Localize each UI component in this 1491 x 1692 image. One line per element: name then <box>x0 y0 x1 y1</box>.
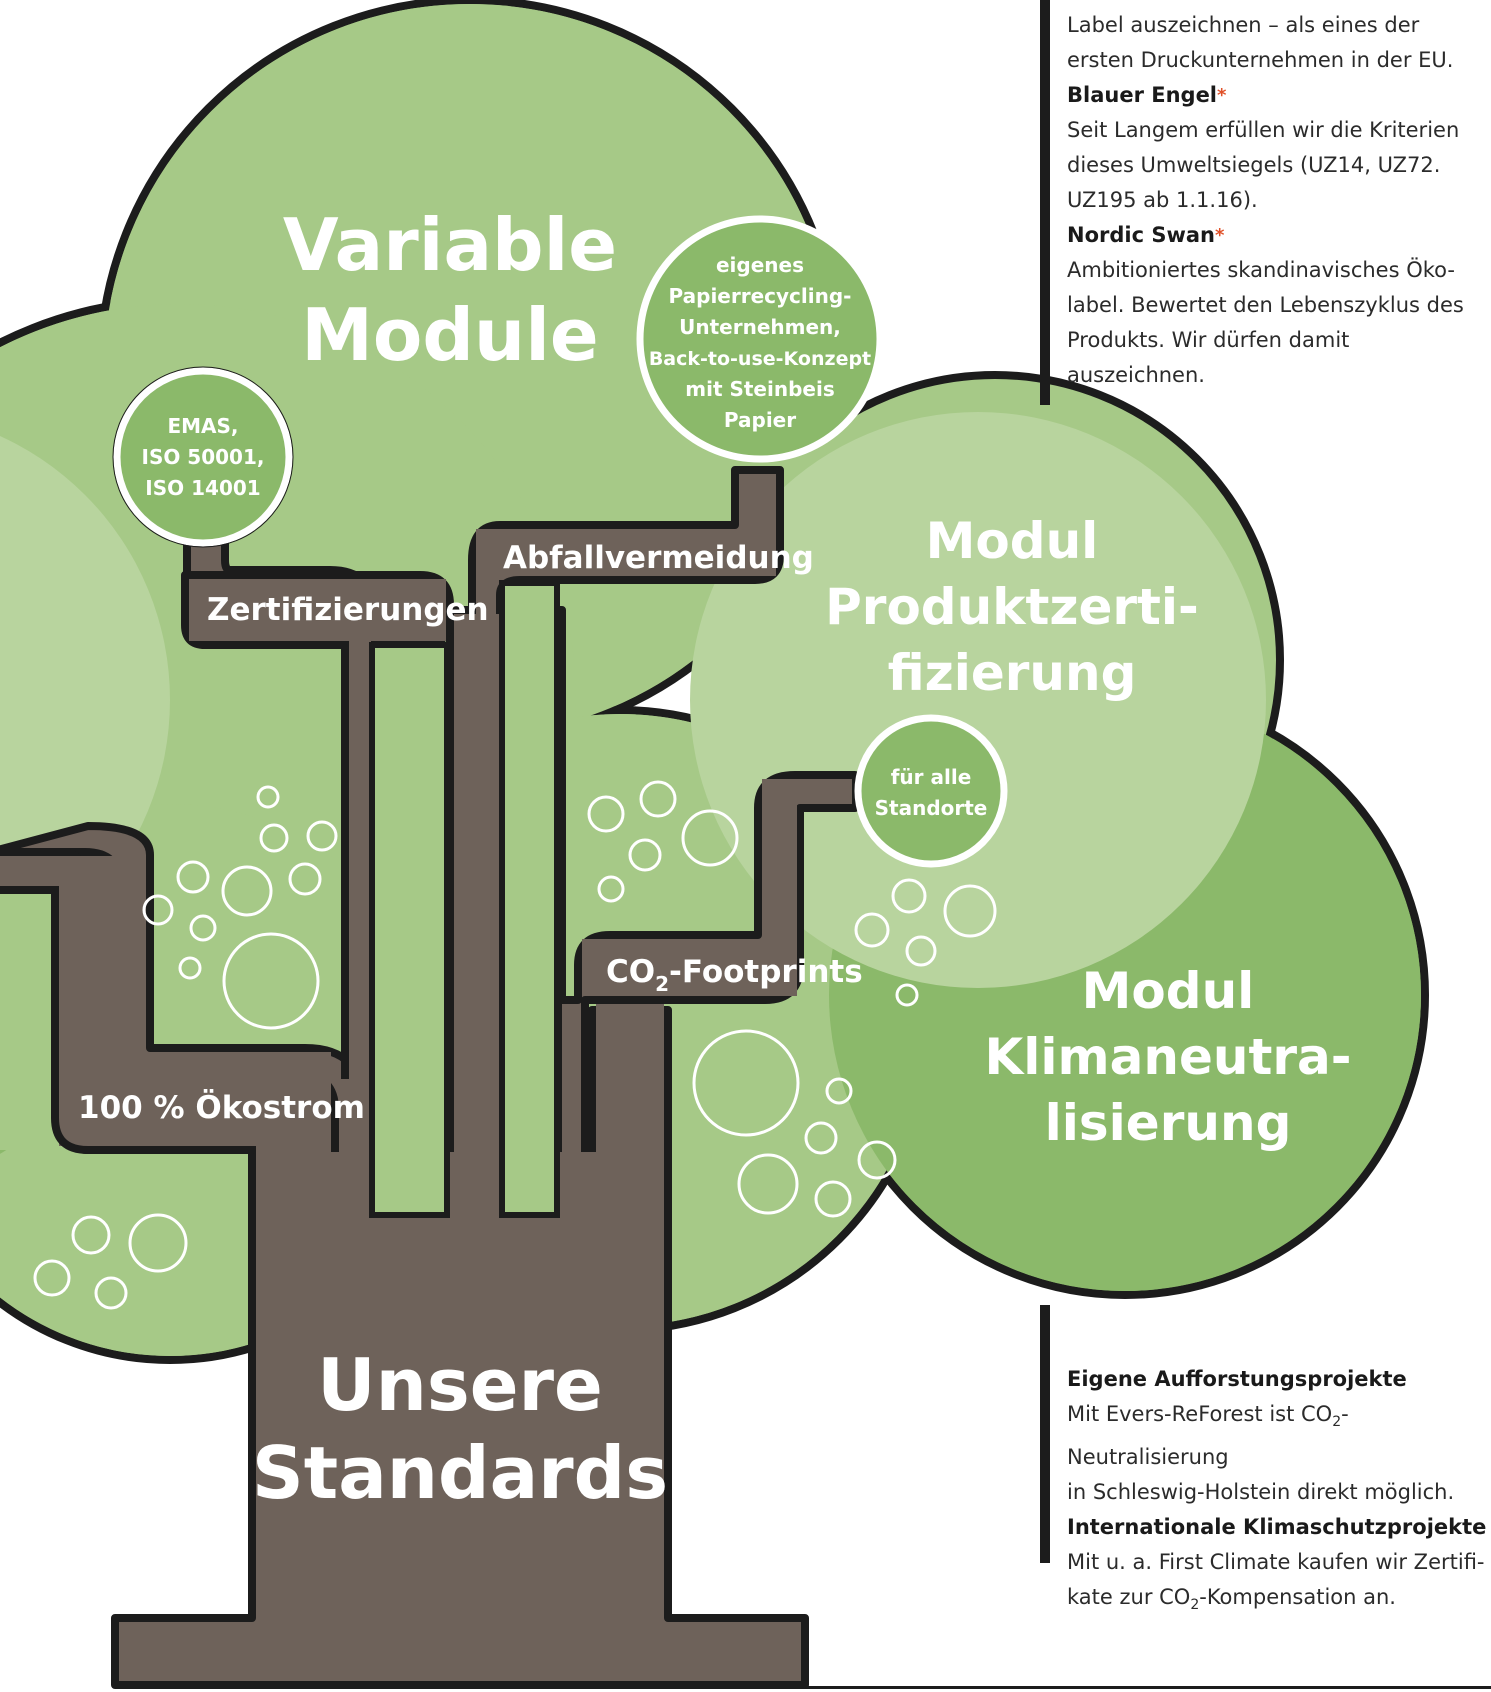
badge-emas-line1: EMAS, <box>167 414 238 438</box>
badge-emas-line2: ISO 50001, <box>142 445 265 469</box>
sidebar-top: Label auszeichnen – als eines der ersten… <box>1067 8 1491 393</box>
title-klima-line3: lisierung <box>1045 1094 1292 1152</box>
aufforstung-heading: Eigene Aufforstungsprojekte <box>1067 1367 1407 1391</box>
blauer-engel-line3: UZ195 ab 1.1.16). <box>1067 188 1258 212</box>
title-produkt-line3: fizierung <box>888 644 1137 702</box>
sidebar-rule-top <box>1040 0 1050 405</box>
sidebar-bottom: Eigene Aufforstungsprojekte Mit Evers-Re… <box>1067 1362 1491 1623</box>
klimaschutz-line2: kate zur CO2-Kompensation an. <box>1067 1585 1396 1614</box>
blauer-engel-line1: Seit Langem erfüllen wir die Kriterien <box>1067 118 1460 142</box>
badge-papier-line2: Papierrecycling- <box>669 284 852 308</box>
aufforstung-line2: in Schleswig-Holstein direkt möglich. <box>1067 1480 1455 1505</box>
aufforstung-line1: Mit Evers-ReForest ist CO2-Neutralisieru… <box>1067 1402 1349 1470</box>
canopy-titles: Variable Module Modul Produktzerti- fizi… <box>252 203 1352 1515</box>
asterisk-icon: * <box>1217 85 1227 106</box>
badge-papier <box>636 215 884 463</box>
badge-papier-line4: Back-to-use-Konzept <box>649 348 871 370</box>
title-klima-line1: Modul <box>1082 962 1255 1020</box>
badge-standorte-line2: Standorte <box>875 796 988 820</box>
badge-papier-line1: eigenes <box>716 253 804 277</box>
label-co2-footprints: CO2-Footprints <box>606 954 863 996</box>
title-produkt-line1: Modul <box>926 512 1099 570</box>
label-oekostrom: 100 % Ökostrom <box>78 1089 365 1126</box>
nordic-swan-line1: Ambitioniertes skandinavisches Öko- <box>1067 258 1455 282</box>
label-abfallvermeidung: Abfallvermeidung <box>503 540 814 576</box>
trunk-gap-fix <box>0 890 55 1150</box>
label-zertifizierungen: Zertifizierungen <box>207 592 489 628</box>
blauer-engel-heading: Blauer Engel* <box>1067 83 1227 107</box>
badge-emas-line3: ISO 14001 <box>145 476 260 500</box>
nordic-swan-line3: Produkts. Wir dürfen damit auszeichnen. <box>1067 328 1350 387</box>
klimaschutz-heading: Internationale Klimaschutzprojekte <box>1067 1515 1487 1540</box>
blauer-engel-line2: dieses Umweltsiegels (UZ14, UZ72. <box>1067 153 1441 177</box>
title-variable-line2: Module <box>301 293 598 377</box>
sidebar-rule-bottom <box>1040 1305 1050 1563</box>
produkt-light-zone <box>690 412 1266 988</box>
asterisk-icon: * <box>1215 225 1225 246</box>
badge-papier-line5: mit Steinbeis <box>685 377 834 401</box>
badge-standorte-line1: für alle <box>891 765 972 789</box>
trunk-clean <box>0 474 852 1622</box>
nordic-swan-heading: Nordic Swan* <box>1067 223 1225 247</box>
badge-papier-line3: Unternehmen, <box>679 315 841 339</box>
badge-standorte <box>854 714 1008 868</box>
title-variable-line1: Variable <box>283 203 617 287</box>
badge-papier-line6: Papier <box>724 408 796 432</box>
trunk-gaps <box>369 580 560 1218</box>
nordic-swan-line2: label. Bewertet den Lebenszyklus des <box>1067 293 1464 317</box>
badge-texts: EMAS, ISO 50001, ISO 14001 eigenes Papie… <box>142 253 988 820</box>
intro-line2: ersten Druckunternehmen in der EU. <box>1067 48 1454 72</box>
bottom-rule <box>115 1686 1491 1689</box>
title-standards-line2: Standards <box>252 1431 668 1515</box>
trunk-outline-left <box>0 886 252 1154</box>
intro-line1: Label auszeichnen – als eines der <box>1067 13 1420 37</box>
klimaschutz-line1: Mit u. a. First Climate kaufen wir Zerti… <box>1067 1550 1485 1575</box>
title-standards-line1: Unsere <box>317 1343 603 1427</box>
decor-bubbles <box>33 780 997 1310</box>
badge-emas <box>112 366 294 548</box>
title-klima-line2: Klimaneutra- <box>984 1028 1351 1086</box>
title-produkt-line2: Produktzerti- <box>825 578 1199 636</box>
branch-label-group: Zertifizierungen Abfallvermeidung CO2-Fo… <box>78 540 863 1126</box>
